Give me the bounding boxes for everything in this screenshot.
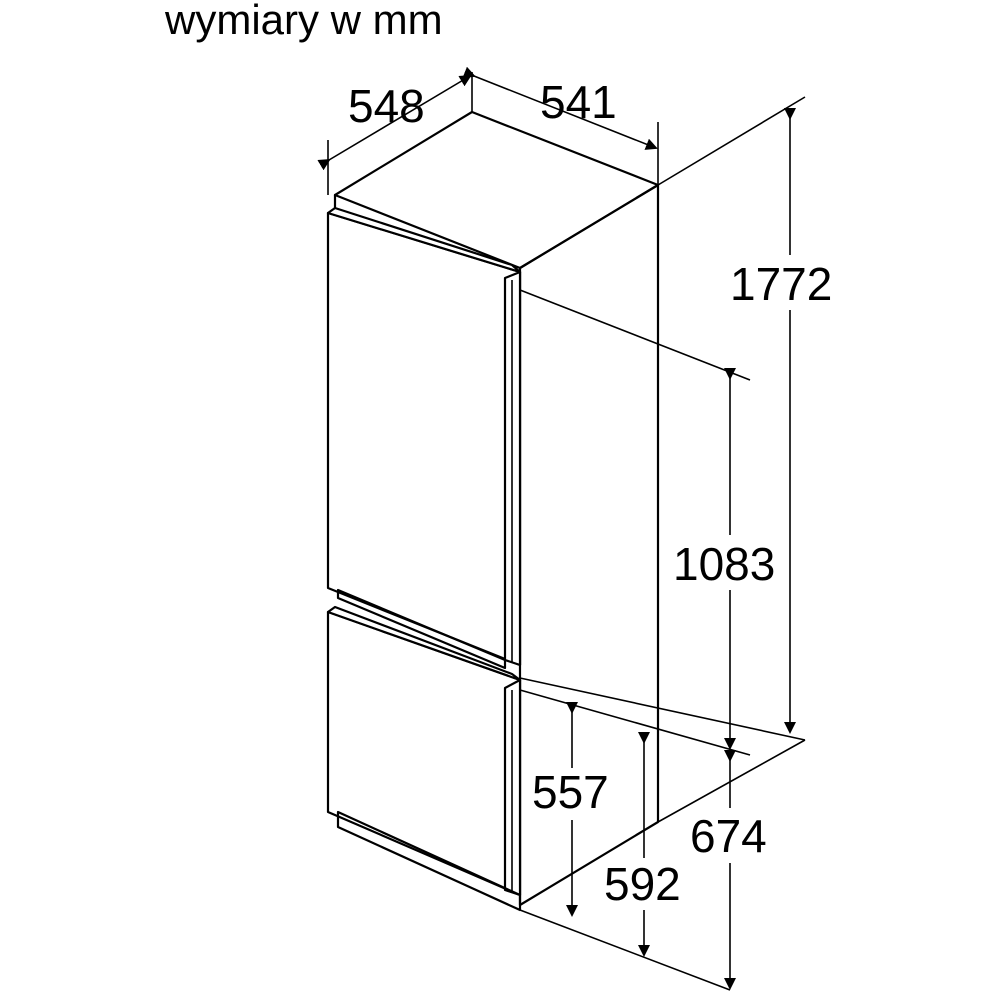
height-lower-door-label: 557 bbox=[532, 766, 609, 818]
height-total-label: 1772 bbox=[730, 258, 832, 310]
depth-total-line bbox=[317, 74, 472, 171]
height-extensions bbox=[519, 96, 806, 991]
upper-door bbox=[326, 206, 522, 667]
depth-body-line bbox=[462, 66, 658, 150]
depth-dimensions: 548 541 bbox=[317, 66, 659, 195]
depth-total-label: 548 bbox=[348, 80, 425, 132]
height-lower-inner-label: 592 bbox=[604, 858, 681, 910]
depth-body-label: 541 bbox=[540, 76, 617, 128]
height-upper-label: 1083 bbox=[673, 538, 775, 590]
lower-door bbox=[326, 605, 522, 897]
height-lower-total-label: 674 bbox=[690, 810, 767, 862]
diagram-title: wymiary w mm bbox=[164, 0, 443, 43]
